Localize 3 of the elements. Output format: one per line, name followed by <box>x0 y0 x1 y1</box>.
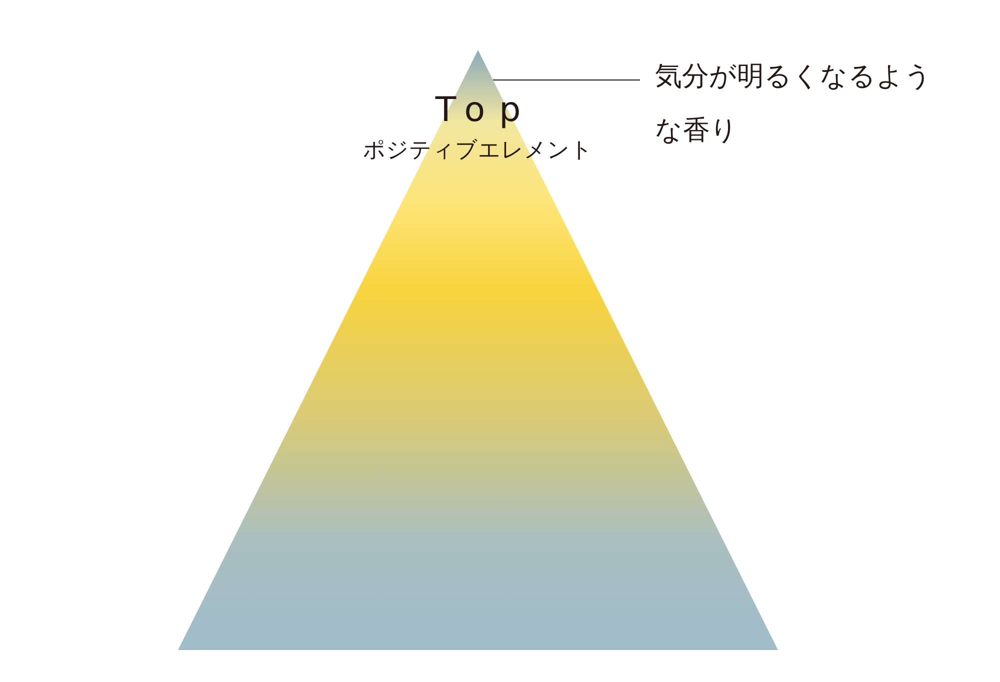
tier-subheading: ポジティブエレメント <box>363 137 593 165</box>
tier-heading: Top <box>435 90 535 130</box>
annotation-text: 気分が明るくなるような香り <box>655 60 933 148</box>
